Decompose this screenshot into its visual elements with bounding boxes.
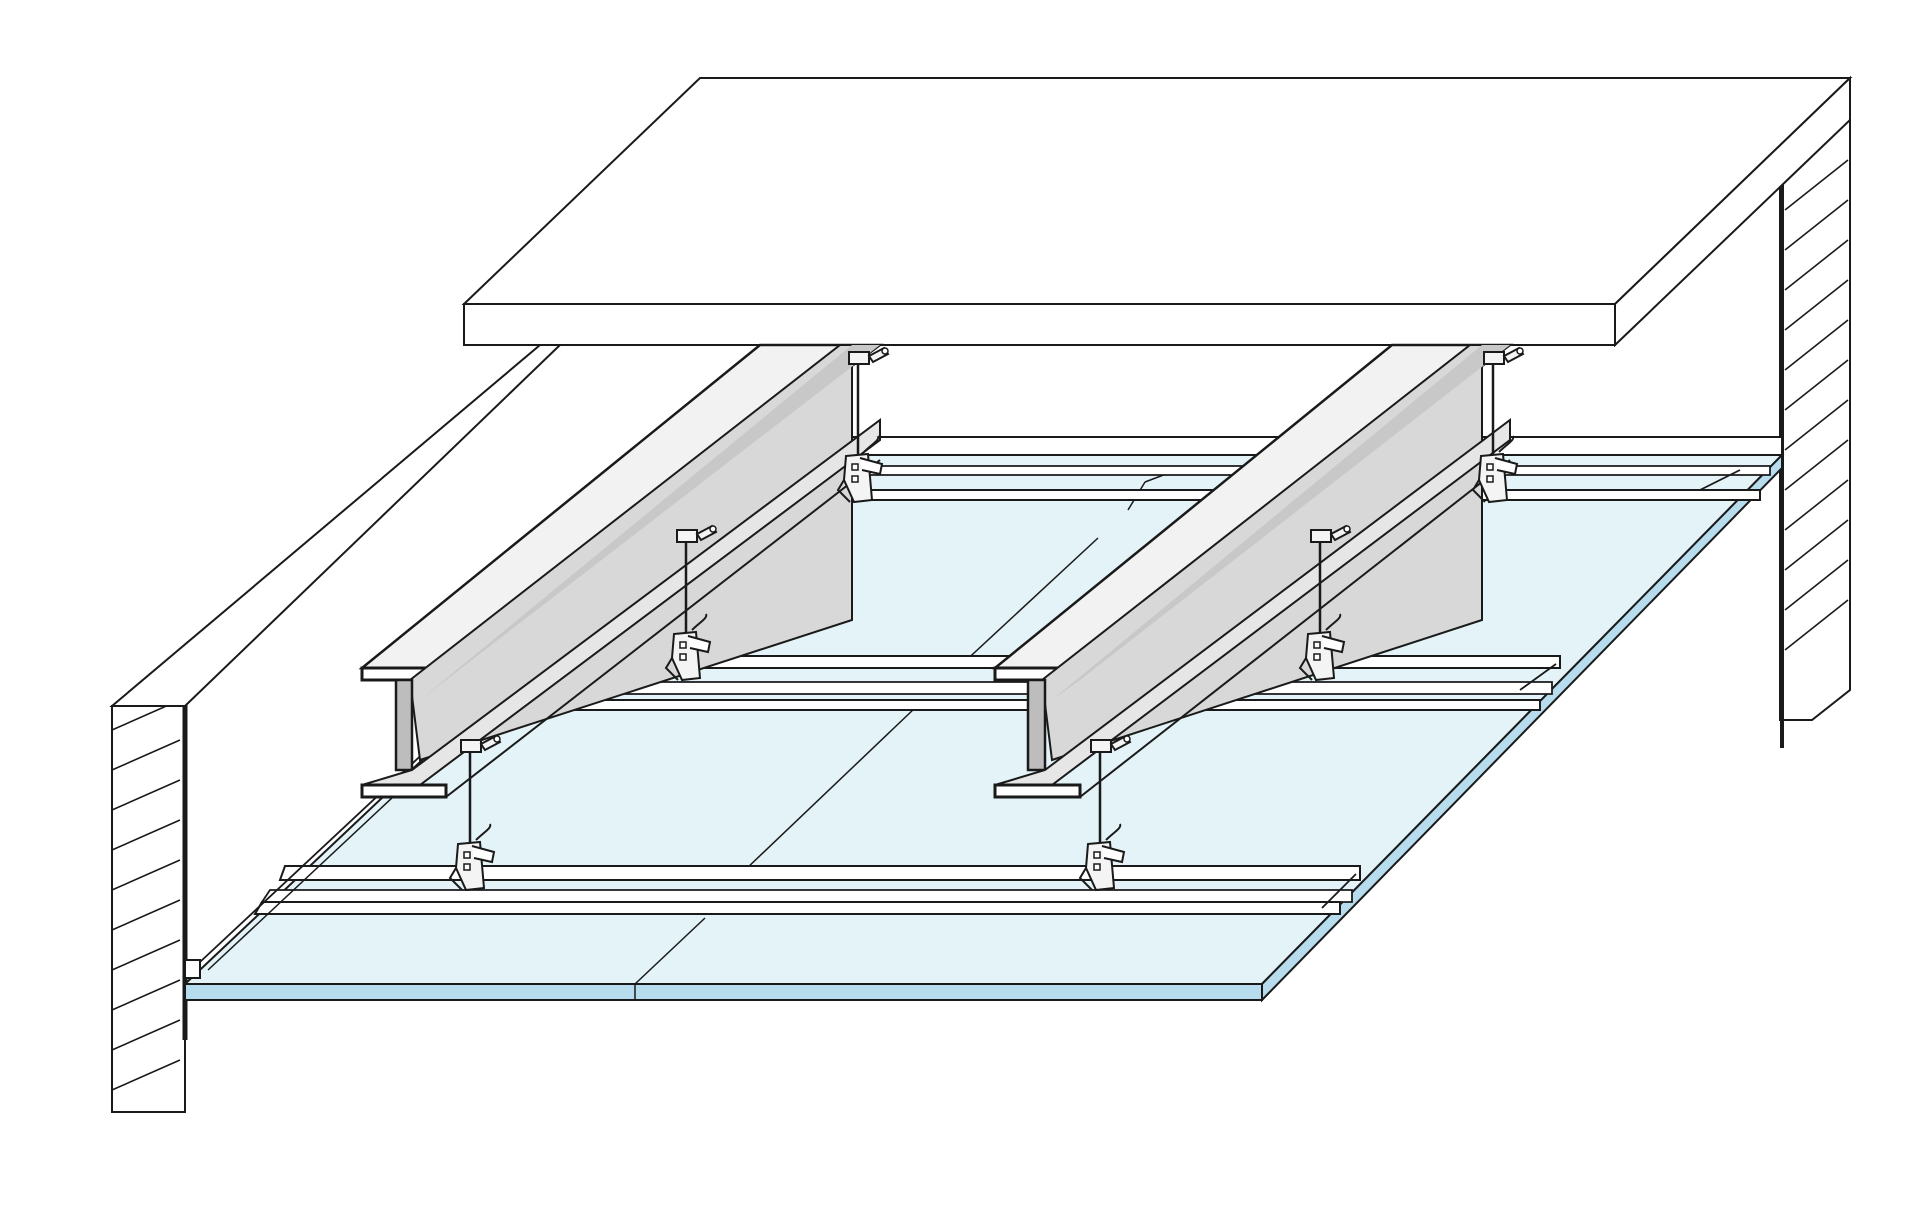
steel-beam-1 <box>358 343 884 799</box>
right-wall <box>1779 79 1851 748</box>
furring-channel-3 <box>253 865 1361 915</box>
concrete-slab <box>109 75 1853 707</box>
steel-beam-2 <box>991 343 1514 799</box>
left-wall <box>111 699 188 1113</box>
